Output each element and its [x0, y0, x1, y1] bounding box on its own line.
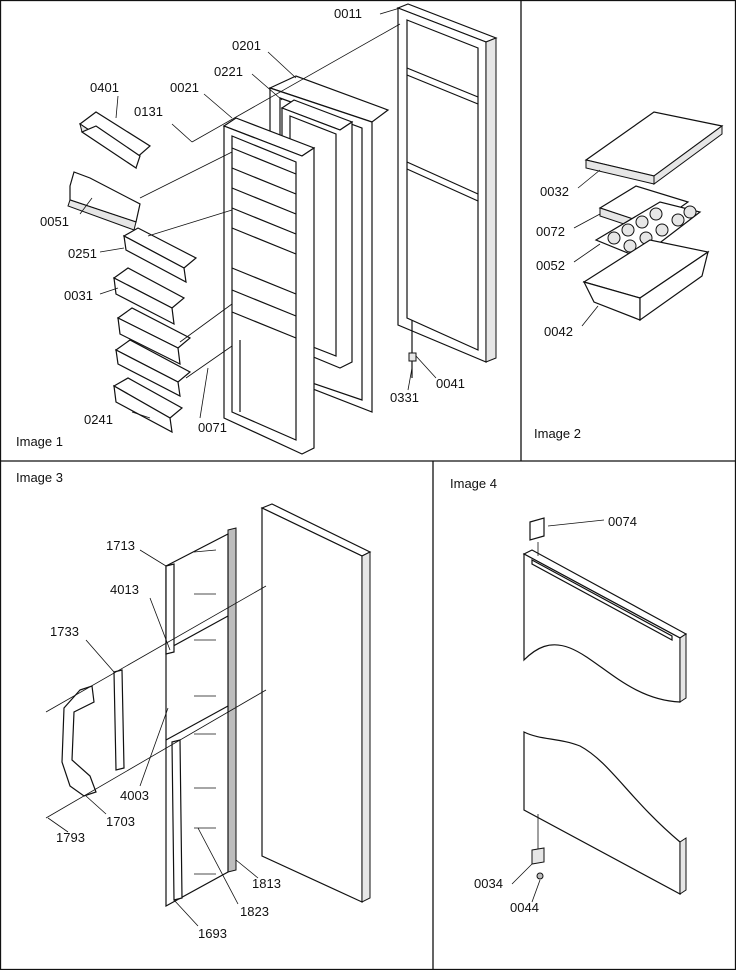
- callout-label: 0221: [214, 64, 243, 79]
- door-bottom-section: [523, 731, 687, 896]
- callouts-image2: 0032 0072 0052 0042: [536, 184, 573, 339]
- side-trim-1813: [227, 527, 237, 873]
- bin-0241: [112, 377, 184, 434]
- bin-middle: [116, 307, 192, 366]
- callout-label: 0051: [40, 214, 69, 229]
- door-slab: [260, 503, 372, 903]
- callouts-image4: 0074 0034 0044: [474, 514, 637, 915]
- trim-1693: [171, 739, 183, 901]
- caption-image2: Image 2: [534, 426, 581, 441]
- callout-label: 1823: [240, 904, 269, 919]
- inner-door-panel: [222, 117, 316, 455]
- callout-label: 0401: [90, 80, 119, 95]
- callout-label: 0031: [64, 288, 93, 303]
- image2-leaders: [573, 169, 601, 327]
- caption-image1: Image 1: [16, 434, 63, 449]
- callout-label: 0074: [608, 514, 637, 529]
- cover-0032: [584, 111, 724, 185]
- callout-label: 4013: [110, 582, 139, 597]
- trim-1713: [165, 563, 175, 655]
- callout-label: 0021: [170, 80, 199, 95]
- callout-label: 0041: [436, 376, 465, 391]
- image3-artwork: [45, 503, 372, 927]
- callout-label: 0042: [544, 324, 573, 339]
- panel-captions: Image 1 Image 2 Image 3 Image 4: [16, 426, 581, 491]
- bin-0251: [122, 227, 198, 284]
- callouts-image3: 1713 4013 1733 4003 1703 1793 1813 1823 …: [50, 538, 281, 941]
- image4-leaders: [511, 519, 605, 903]
- caption-image4: Image 4: [450, 476, 497, 491]
- handle-1703: [61, 685, 97, 797]
- callout-label: 0052: [536, 258, 565, 273]
- bushing-0074: [529, 517, 545, 556]
- callout-label: 0201: [232, 38, 261, 53]
- image1-leaders: [79, 7, 437, 419]
- callout-label: 1693: [198, 926, 227, 941]
- door-top-section: [522, 549, 688, 703]
- image2-artwork: [573, 111, 724, 327]
- callout-label: 0071: [198, 420, 227, 435]
- callout-label: 1813: [252, 876, 281, 891]
- bin-0051: [67, 171, 141, 231]
- bin-lower: [114, 339, 192, 398]
- callout-label: 0044: [510, 900, 539, 915]
- image4-artwork: [511, 517, 688, 903]
- callout-label: 1733: [50, 624, 79, 639]
- callout-label: 0032: [540, 184, 569, 199]
- callout-label: 4003: [120, 788, 149, 803]
- outer-door-frame: [396, 3, 498, 378]
- egg-tray-0052: [594, 201, 702, 259]
- bushing-0034: [531, 814, 545, 880]
- callout-label: 1713: [106, 538, 135, 553]
- callout-label: 1703: [106, 814, 135, 829]
- crisper-0042: [582, 239, 710, 322]
- callout-label: 0241: [84, 412, 113, 427]
- callout-label: 0011: [334, 6, 362, 21]
- callout-label: 0331: [390, 390, 419, 405]
- bin-0401: [78, 111, 152, 170]
- callout-label: 0034: [474, 876, 503, 891]
- callout-label: 1793: [56, 830, 85, 845]
- image1-artwork: [67, 3, 498, 455]
- callout-label: 0251: [68, 246, 97, 261]
- callouts-image1: 0011 0201 0221 0021 0131 0401 0051 0251 …: [40, 6, 465, 435]
- trim-1733: [113, 669, 125, 771]
- image3-leaders: [45, 549, 267, 927]
- callout-label: 0131: [134, 104, 163, 119]
- caption-image3: Image 3: [16, 470, 63, 485]
- callout-label: 0072: [536, 224, 565, 239]
